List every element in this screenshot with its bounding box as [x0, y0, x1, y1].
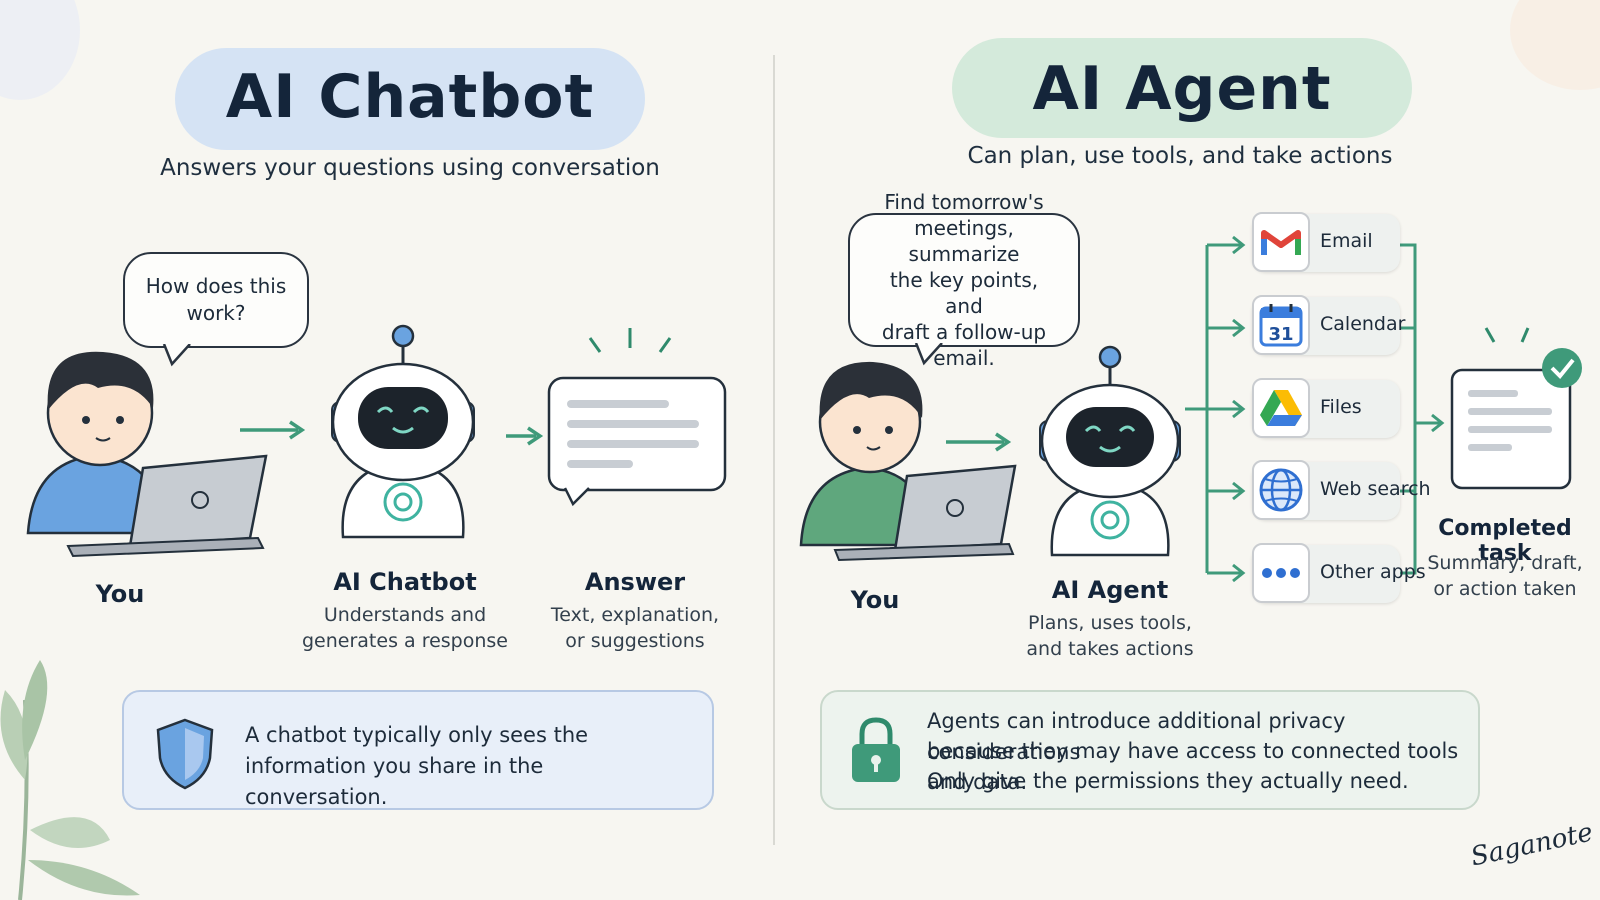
arrow-tools-to-result [1418, 413, 1445, 433]
answer-desc-2: or suggestions [565, 630, 705, 652]
agent-privacy-text-2: because they may have access to connecte… [927, 739, 1459, 794]
agent-title: AI Agent [1032, 54, 1332, 124]
chatbot-you-label: You [95, 580, 145, 608]
completed-task-desc-2: or action taken [1433, 578, 1577, 600]
completed-task-document-icon [1450, 327, 1582, 490]
calendar-day-text: 31 [1268, 324, 1293, 345]
tool-calendar-label: Calendar [1320, 313, 1406, 335]
plant-decor [0, 660, 140, 900]
center-divider [773, 55, 775, 845]
arrow-you-to-chatbot [240, 420, 306, 440]
chatbot-privacy-note [122, 690, 714, 810]
corner-blob-decor [0, 0, 80, 100]
arrow-you-to-agent [946, 432, 1012, 452]
agent-bubble-line-4: draft a follow-up email. [881, 320, 1047, 370]
bubble-tail [162, 344, 191, 367]
chatbot-subtitle: Answers your questions using conversatio… [160, 155, 660, 181]
tool-card-other-apps: Other apps [1252, 543, 1426, 603]
tool-card-email: Email [1252, 212, 1400, 272]
calendar-icon: 31 [1259, 304, 1303, 347]
agent-desc-1: Plans, uses tools, [1028, 612, 1192, 634]
globe-icon [1259, 468, 1303, 512]
agent-title-pill [952, 38, 1412, 138]
agent-bubble-line-2: meetings, summarize [908, 216, 1020, 266]
agent-label: AI Agent [1051, 576, 1169, 604]
tool-card-web-search: Web search [1252, 460, 1431, 520]
chatbot-bot-desc-1: Understands and [323, 604, 487, 626]
more-icon [1262, 568, 1300, 578]
drive-icon [1260, 390, 1302, 426]
tool-card-calendar: 31 Calendar [1252, 295, 1405, 355]
checkmark-icon [1542, 348, 1582, 388]
chatbot-title-pill [175, 48, 645, 150]
completed-task-label: Completed task [1438, 516, 1572, 566]
chatbot-robot-icon [331, 324, 475, 539]
agent-desc-2: and takes actions [1026, 638, 1194, 660]
person-with-laptop-icon [26, 351, 268, 558]
agent-privacy-text-3: Only give the permissions they actually … [927, 769, 1409, 793]
chatbot-question-bubble: How does this work? [123, 252, 309, 348]
chatbot-bot-label: AI Chatbot [333, 568, 477, 596]
tool-files-label: Files [1320, 396, 1362, 418]
agent-openai-logo-icon [1090, 500, 1130, 540]
openai-logo-icon [383, 482, 423, 522]
agent-privacy-text-1: Agents can introduce additional privacy … [927, 709, 1346, 764]
agent-robot-icon [1039, 345, 1181, 557]
chatbot-privacy-text: A chatbot typically only sees the inform… [245, 723, 589, 809]
gmail-icon [1261, 230, 1301, 255]
agent-subtitle: Can plan, use tools, and take actions [967, 143, 1393, 169]
agent-request-bubble: Find tomorrow's meetings, summarize the … [848, 190, 1080, 370]
tool-web-search-label: Web search [1320, 478, 1431, 500]
tool-email-label: Email [1320, 230, 1373, 252]
arrow-chatbot-to-answer [506, 426, 544, 446]
tool-card-files: Files [1252, 378, 1400, 438]
agent-bubble-line-1: Find tomorrow's [884, 190, 1044, 214]
lock-icon [852, 717, 900, 782]
chatbot-title: AI Chatbot [225, 62, 595, 132]
agent-person-with-laptop-icon [799, 361, 1017, 562]
answer-desc-1: Text, explanation, [550, 604, 720, 626]
tool-other-apps-label: Other apps [1320, 561, 1426, 583]
agent-privacy-note [820, 690, 1480, 810]
answer-label: Answer [584, 568, 686, 596]
agent-bubble-tail [914, 343, 943, 366]
agent-bubble-line-3: the key points, and [889, 268, 1039, 318]
corner-blob-decor-right [1510, 0, 1600, 90]
completed-task-desc-1: Summary, draft, [1427, 552, 1583, 574]
answer-card-icon [547, 328, 727, 507]
chatbot-bot-desc-2: generates a response [302, 630, 508, 652]
agent-you-label: You [850, 586, 900, 614]
shield-icon [156, 718, 214, 790]
